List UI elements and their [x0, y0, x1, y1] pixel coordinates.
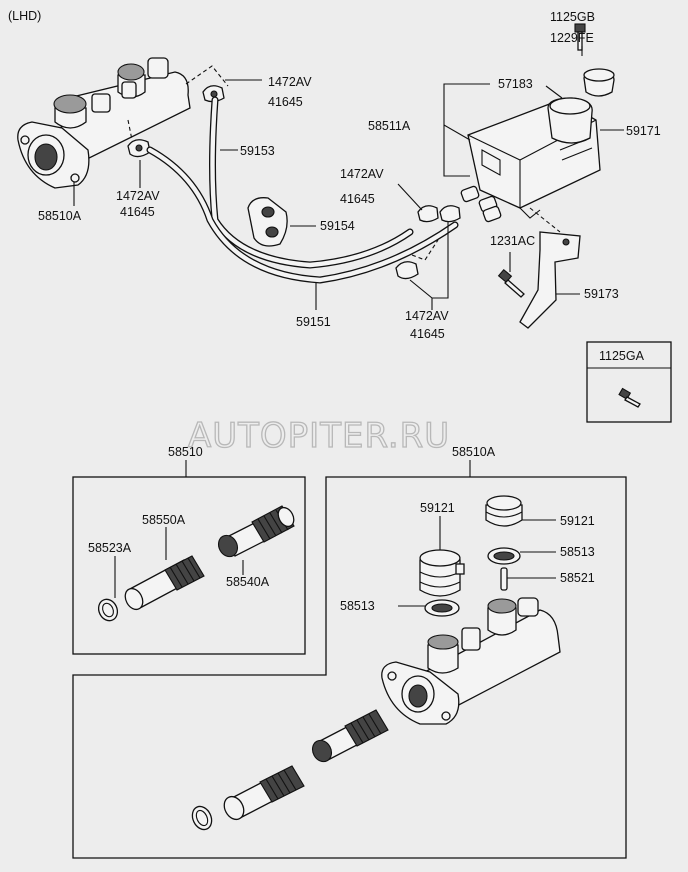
label-box-right-title: 58510A	[452, 445, 496, 459]
label-59121-left: 59121	[420, 501, 455, 515]
label-59154: 59154	[320, 219, 355, 233]
label-1472av-top: 1472AV	[268, 75, 312, 89]
label-58513-left: 58513	[340, 599, 375, 613]
leader-lines-top	[73, 46, 624, 310]
label-1472av-right: 1472AV	[340, 167, 384, 181]
bracket-59173	[519, 207, 581, 329]
variant-label: (LHD)	[8, 9, 41, 23]
label-41645-top: 41645	[268, 95, 303, 109]
bolt-1231ac	[497, 268, 525, 298]
label-58513-right: 58513	[560, 545, 595, 559]
master-cylinder-bottom	[381, 597, 561, 725]
label-1229fe: 1229FE	[550, 31, 594, 45]
label-59153: 59153	[240, 144, 275, 158]
watermark: AUTOPITER.RU	[188, 416, 450, 456]
clamp-left	[127, 139, 151, 158]
label-59121-right: 59121	[560, 514, 595, 528]
bolt-1125gb	[574, 23, 586, 51]
label-58540a: 58540A	[226, 575, 270, 589]
label-58550a: 58550A	[142, 513, 186, 527]
grommet-59121-left	[419, 549, 465, 597]
label-1125ga: 1125GA	[599, 349, 645, 363]
box-1125ga: 1125GA	[586, 341, 672, 423]
label-59173: 59173	[584, 287, 619, 301]
label-1125gb: 1125GB	[550, 10, 595, 24]
hose-59153	[209, 96, 414, 269]
ring-58523a	[97, 598, 119, 622]
label-1231ac: 1231AC	[490, 234, 535, 248]
label-58523a: 58523A	[88, 541, 132, 555]
hose-clip-59154	[247, 197, 288, 247]
label-41645-bottom: 41645	[410, 327, 445, 341]
label-59171: 59171	[626, 124, 661, 138]
label-59151: 59151	[296, 315, 331, 329]
master-cylinder-top	[17, 57, 191, 189]
box-left-frame	[72, 476, 306, 655]
piston-58550a	[124, 555, 205, 611]
label-58521: 58521	[560, 571, 595, 585]
pin-58521	[500, 567, 508, 591]
label-58511a: 58511A	[368, 119, 411, 133]
piston-bottom-inner	[311, 709, 389, 763]
hose-59151	[146, 146, 459, 284]
seal-58513-left	[424, 599, 460, 617]
reservoir-59171	[460, 97, 601, 223]
label-box-left-title: 58510	[168, 445, 203, 459]
piston-bottom-outer	[223, 765, 305, 821]
clamp-bottom	[395, 261, 419, 280]
piston-58540a	[217, 505, 295, 558]
clamp-top	[202, 85, 225, 103]
label-58510a-top: 58510A	[38, 209, 82, 223]
grommet-59121-right	[485, 495, 523, 527]
label-57183: 57183	[498, 77, 533, 91]
label-41645-left: 41645	[120, 205, 155, 219]
ring-bottom	[191, 805, 213, 831]
label-1472av-bottom: 1472AV	[405, 309, 449, 323]
clamp-right-upper	[417, 205, 461, 223]
reservoir-cap-57183	[583, 68, 615, 97]
box-right-frame	[72, 476, 627, 859]
seal-58513-right	[487, 547, 521, 565]
label-41645-right: 41645	[340, 192, 375, 206]
label-1472av-left: 1472AV	[116, 189, 160, 203]
